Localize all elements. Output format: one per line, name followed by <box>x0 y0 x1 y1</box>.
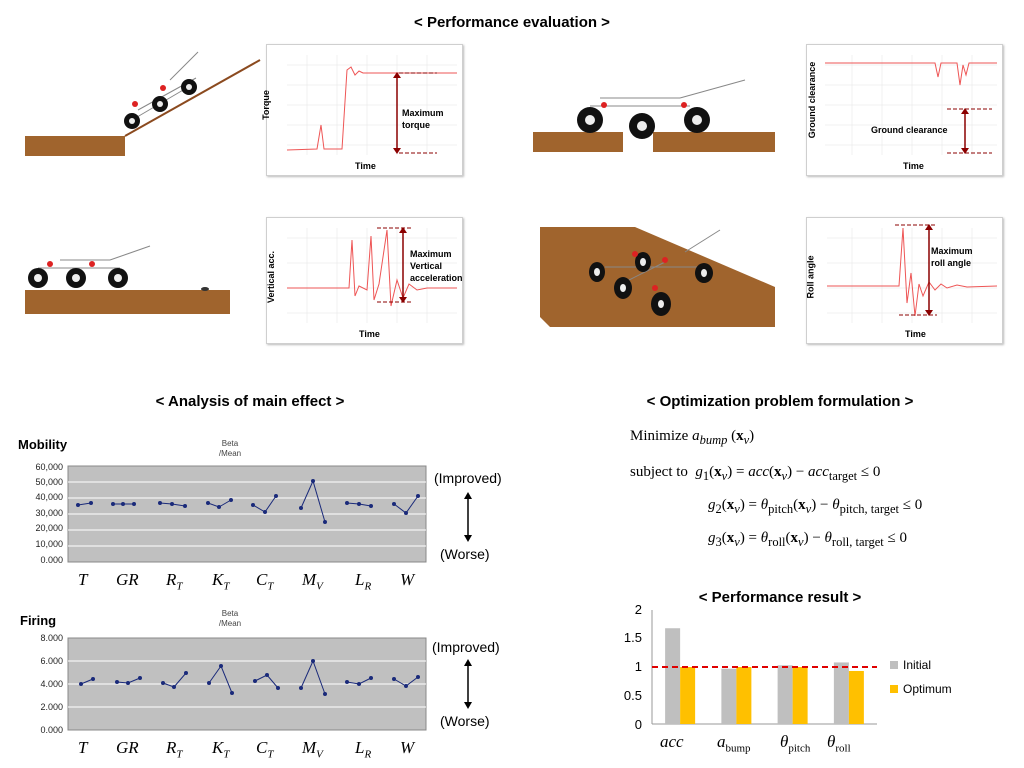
roll-annotation-1: Maximum <box>931 246 973 256</box>
clearance-annotation: Ground clearance <box>871 125 948 135</box>
firing-worse-label: (Worse) <box>440 713 490 729</box>
vertical-acc-ylabel: Vertical acc. <box>266 250 277 304</box>
result-legend: Initial Optimum <box>890 656 952 698</box>
result-category-axis: acc abump θpitch θroll <box>652 732 877 762</box>
mobility-worse-label: (Worse) <box>440 546 490 562</box>
roll-xlabel: Time <box>905 329 926 339</box>
mobility-ytick: 20,000 <box>35 523 63 533</box>
factor-label: KT <box>212 570 230 593</box>
legend-swatch-initial <box>890 661 898 669</box>
mobility-factor-axis: T GR RT KT CT MV LR W <box>68 570 428 596</box>
factor-label: CT <box>256 570 274 593</box>
vertical-acc-annotation-2: Vertical acceleration <box>410 261 463 283</box>
factor-label: RT <box>166 738 183 761</box>
roll-ylabel: Roll angle <box>805 255 816 299</box>
objective-line: Minimize abump (xv) <box>630 428 755 447</box>
firing-factor-axis: T GR RT KT CT MV LR W <box>68 738 428 764</box>
factor-label: LR <box>355 570 372 593</box>
clearance-plot: Ground clearance Ground clearance Time <box>806 44 1003 176</box>
vehicle-gap-scene <box>533 79 775 152</box>
mobility-double-arrow-icon <box>464 492 472 542</box>
bar-optimum-2 <box>792 667 808 724</box>
bar-initial-3 <box>833 662 849 724</box>
factor-label: RT <box>166 570 183 593</box>
result-ytick: 2 <box>634 602 642 617</box>
result-yticks: 2 1.5 1 0.5 0 <box>612 602 642 732</box>
result-title: < Performance result > <box>698 589 862 606</box>
mobility-ytick: 30,000 <box>35 508 63 518</box>
legend-item-initial: Initial <box>890 656 952 674</box>
firing-ytick: 4.000 <box>40 679 63 689</box>
factor-label: GR <box>116 738 139 757</box>
bar-initial-0 <box>665 628 681 724</box>
vertical-acc-annotation-1: Maximum <box>410 249 452 259</box>
result-category-label: θpitch <box>780 732 811 755</box>
clearance-xlabel: Time <box>903 161 924 171</box>
factor-label: W <box>400 738 415 757</box>
result-category-label: abump <box>717 732 751 755</box>
result-category-label: acc <box>660 732 684 751</box>
vehicle-bump-scene <box>25 245 230 314</box>
vehicle-sideslope-scene <box>540 227 775 327</box>
torque-ylabel: Torque <box>260 90 271 120</box>
result-ytick: 1 <box>634 659 642 674</box>
firing-ytick: 0.000 <box>40 725 63 735</box>
factor-label: CT <box>256 738 274 761</box>
bar-optimum-0 <box>680 667 696 724</box>
mobility-ytick: 40,000 <box>35 492 63 502</box>
torque-annotation: Maximum torque <box>402 108 444 130</box>
result-chart <box>651 610 877 725</box>
bar-optimum-1 <box>736 667 752 724</box>
firing-plot <box>67 637 427 731</box>
legend-swatch-optimum <box>890 685 898 693</box>
constraint-g1: subject to g1(xv) = acc(xv) − acctarget … <box>630 464 881 483</box>
factor-label: KT <box>212 738 230 761</box>
firing-ytick: 6.000 <box>40 656 63 666</box>
firing-improved-label: (Improved) <box>432 639 500 655</box>
constraint-g2: g2(xv) = θpitch(xv) − θpitch, target ≤ 0 <box>708 497 923 516</box>
firing-double-arrow-icon <box>464 659 472 709</box>
firing-beta-label: Beta/Mean <box>218 609 242 628</box>
factor-label: MV <box>302 570 323 593</box>
mobility-ytick: 0.000 <box>40 555 63 565</box>
firing-ytick: 8.000 <box>40 633 63 643</box>
clearance-ylabel: Ground clearance <box>807 61 817 139</box>
result-ytick: 1.5 <box>623 630 642 645</box>
vertical-acc-plot: Maximum Vertical acceleration Vertical a… <box>266 217 463 344</box>
mobility-ytick: 50,000 <box>35 477 63 487</box>
bar-initial-1 <box>721 668 737 724</box>
main-effect-title: < Analysis of main effect > <box>155 393 345 410</box>
result-category-label: θroll <box>827 732 851 755</box>
bar-optimum-3 <box>848 670 864 724</box>
optimization-title: < Optimization problem formulation > <box>646 393 914 410</box>
factor-label: GR <box>116 570 139 589</box>
mobility-ytick: 60,000 <box>35 462 63 472</box>
factor-label: LR <box>355 738 372 761</box>
firing-label: Firing <box>20 613 57 628</box>
mobility-ytick: 10,000 <box>35 539 63 549</box>
torque-xlabel: Time <box>355 161 376 171</box>
firing-ytick: 2.000 <box>40 702 63 712</box>
roll-annotation-2: roll angle <box>931 258 972 268</box>
factor-label: MV <box>302 738 323 761</box>
result-ytick: 0.5 <box>623 688 642 703</box>
mobility-label: Mobility <box>18 437 68 452</box>
constraint-g3: g3(xv) = θroll(xv) − θroll, target ≤ 0 <box>708 530 907 549</box>
factor-label: W <box>400 570 415 589</box>
factor-label: T <box>78 738 88 757</box>
mobility-improved-label: (Improved) <box>434 470 502 486</box>
factor-label: T <box>78 570 88 589</box>
roll-angle-plot: Maximum roll angle Roll angle Time <box>806 217 1003 344</box>
performance-title: < Performance evaluation > <box>414 14 610 31</box>
vehicle-slope-scene <box>25 51 261 156</box>
result-ytick: 0 <box>634 717 642 732</box>
torque-plot: Maximum torque Torque Time <box>261 44 463 176</box>
legend-item-optimum: Optimum <box>890 680 952 698</box>
vertical-acc-xlabel: Time <box>359 329 380 339</box>
bar-initial-2 <box>777 665 793 724</box>
mobility-beta-label: Beta/Mean <box>218 439 242 458</box>
mobility-plot <box>67 465 427 563</box>
